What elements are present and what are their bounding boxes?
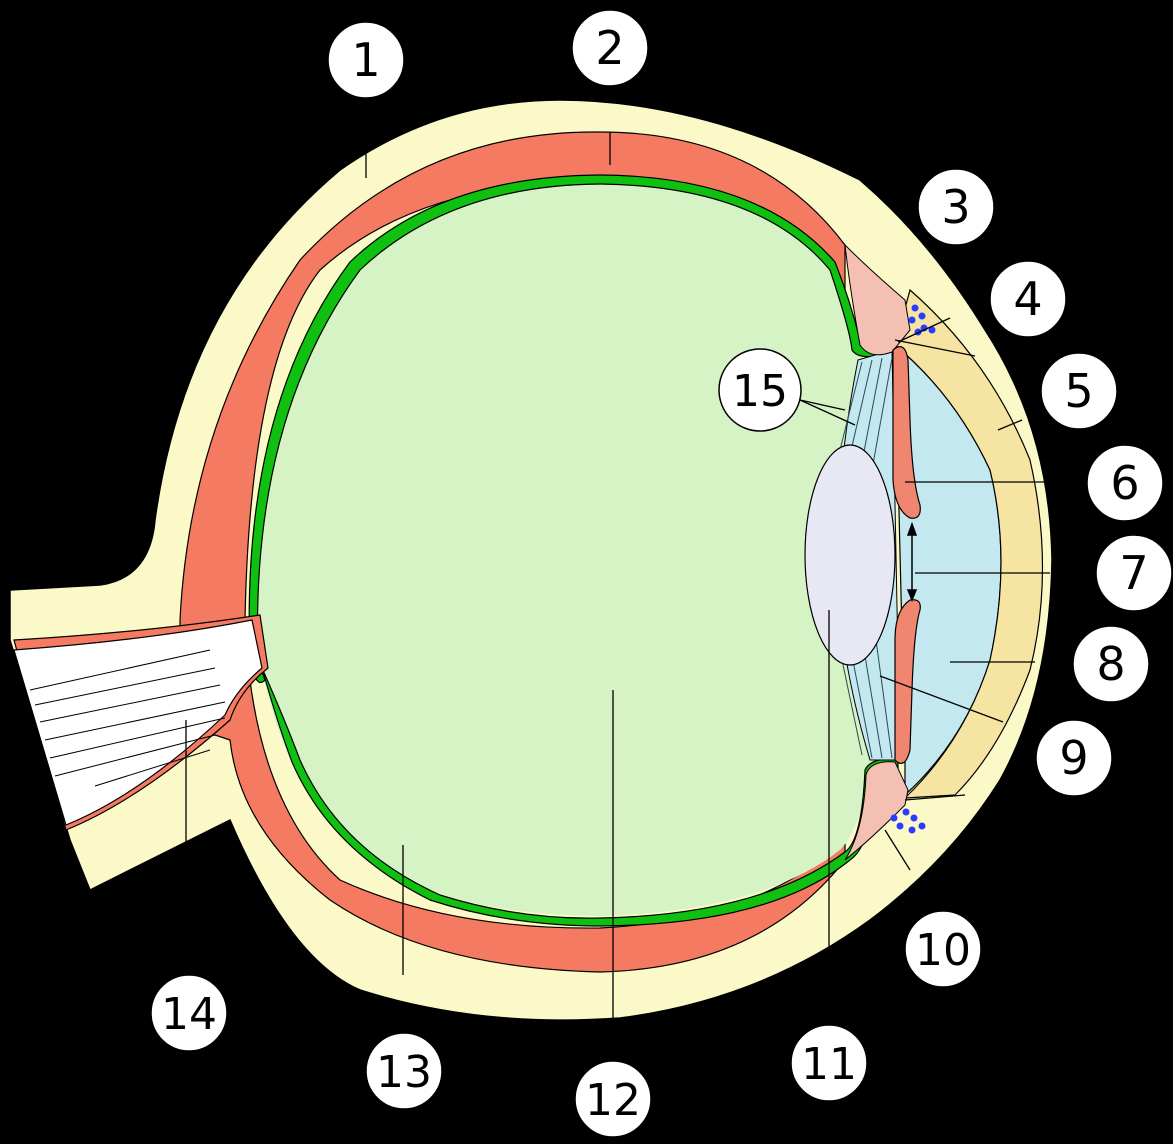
label-14-text: 14 (161, 989, 217, 1040)
label-6: 6 (1087, 445, 1163, 521)
label-3-text: 3 (941, 180, 970, 234)
lens (805, 445, 895, 665)
label-2-text: 2 (595, 21, 624, 75)
label-5-text: 5 (1064, 364, 1093, 418)
label-3: 3 (918, 169, 994, 245)
label-10-text: 10 (915, 925, 971, 976)
label-15: 15 (719, 349, 801, 431)
label-7-text: 7 (1119, 546, 1148, 600)
label-10: 10 (905, 911, 981, 987)
label-13-text: 13 (376, 1047, 432, 1098)
label-12-text: 12 (585, 1075, 641, 1126)
label-8-text: 8 (1096, 637, 1125, 691)
label-5: 5 (1041, 353, 1117, 429)
label-9: 9 (1036, 720, 1112, 796)
label-15-text: 15 (732, 366, 788, 417)
label-9-text: 9 (1059, 731, 1088, 785)
vitreous-body (257, 184, 900, 916)
label-13: 13 (366, 1033, 442, 1109)
label-12: 12 (575, 1061, 651, 1137)
label-4-text: 4 (1013, 272, 1042, 326)
label-11-text: 11 (801, 1039, 857, 1090)
label-4: 4 (990, 261, 1066, 337)
label-2: 2 (572, 10, 648, 86)
label-1: 1 (328, 22, 404, 98)
label-8: 8 (1073, 626, 1149, 702)
label-11: 11 (791, 1025, 867, 1101)
label-6-text: 6 (1110, 456, 1139, 510)
label-7: 7 (1096, 535, 1172, 611)
label-1-text: 1 (351, 33, 380, 87)
label-14: 14 (151, 975, 227, 1051)
